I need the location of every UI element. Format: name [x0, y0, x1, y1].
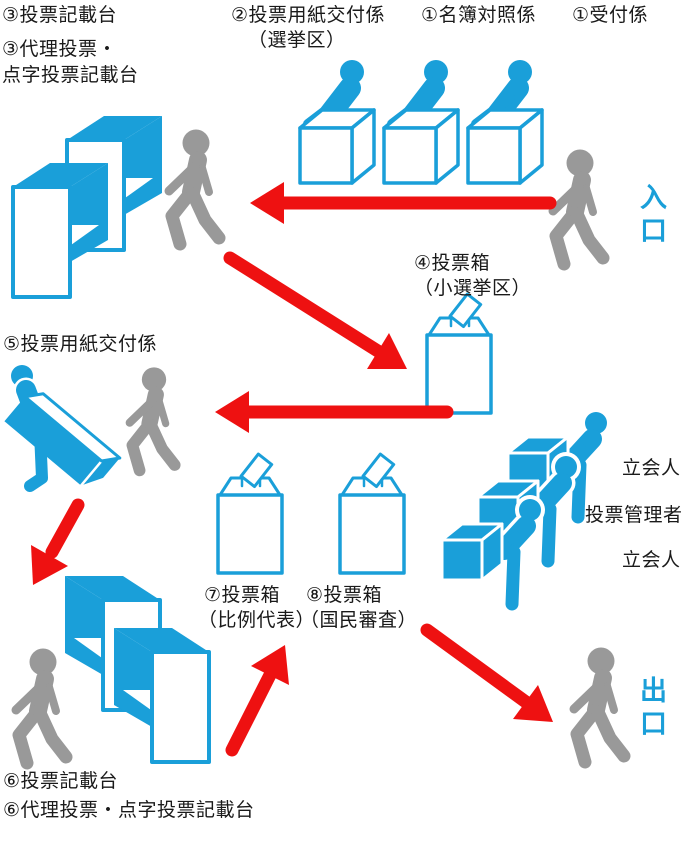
label-booth6: ⑥投票記載台: [3, 771, 119, 792]
label-box8-2: （国民審査）: [300, 610, 418, 631]
label-entrance: 入口: [636, 183, 666, 249]
station5-voter-icon: [130, 367, 175, 470]
booth6-voter-icon: [16, 649, 66, 764]
ballot-box-4-icon: [425, 292, 493, 415]
label-exit: 出口: [636, 676, 666, 742]
ballot-issuing-staff-5-icon: [4, 365, 122, 492]
label-observer-bottom: 立会人: [622, 550, 681, 571]
ballot-box-7-icon: [216, 452, 284, 575]
label-register-staff: ①名簿対照係: [421, 5, 537, 26]
exit-voter-icon: [574, 648, 624, 763]
voting-booth-3-icons: [11, 114, 164, 299]
ballot-issuing-staff-icon: [300, 60, 374, 183]
label-box4-1: ④投票箱: [414, 253, 491, 274]
register-check-staff-icon: [384, 60, 458, 183]
arrow-booth6-to-box7: [225, 645, 289, 757]
label-booth3-proxy-2: 点字投票記載台: [2, 65, 139, 86]
label-polling-manager: 投票管理者: [585, 505, 681, 526]
label-staff2-1: ②投票用紙交付係: [231, 5, 386, 26]
ballot-box-8-icon: [338, 452, 406, 575]
label-reception-staff: ①受付係: [572, 5, 649, 26]
label-box7-1: ⑦投票箱: [204, 585, 281, 606]
label-box4-2: （小選挙区）: [414, 278, 532, 299]
label-box8-1: ⑧投票箱: [306, 585, 383, 606]
arrow-box4-to-station5: [215, 391, 454, 433]
label-box7-2: （比例代表）: [198, 610, 316, 631]
arrow-boxes-to-exit: [420, 623, 553, 722]
entrance-voter-icon: [553, 150, 603, 265]
voting-booth-6-icons: [63, 574, 211, 764]
arrow-booths-to-box4: [223, 251, 407, 369]
arrow-station5-to-booth6: [31, 498, 85, 585]
booth-area-voter-icon: [169, 130, 219, 245]
label-observer-top: 立会人: [622, 458, 681, 479]
arrow-entrance-to-booths: [250, 182, 557, 224]
label-booth3-proxy-1: ③代理投票・: [2, 39, 118, 60]
label-booth6-proxy: ⑥代理投票・点字投票記載台: [3, 800, 255, 821]
label-staff5: ⑤投票用紙交付係: [3, 334, 158, 355]
label-booth3: ③投票記載台: [2, 5, 118, 26]
reception-staff-icon: [468, 60, 542, 183]
flow-arrows: [31, 182, 557, 757]
label-staff2-2: （選挙区）: [248, 30, 346, 51]
